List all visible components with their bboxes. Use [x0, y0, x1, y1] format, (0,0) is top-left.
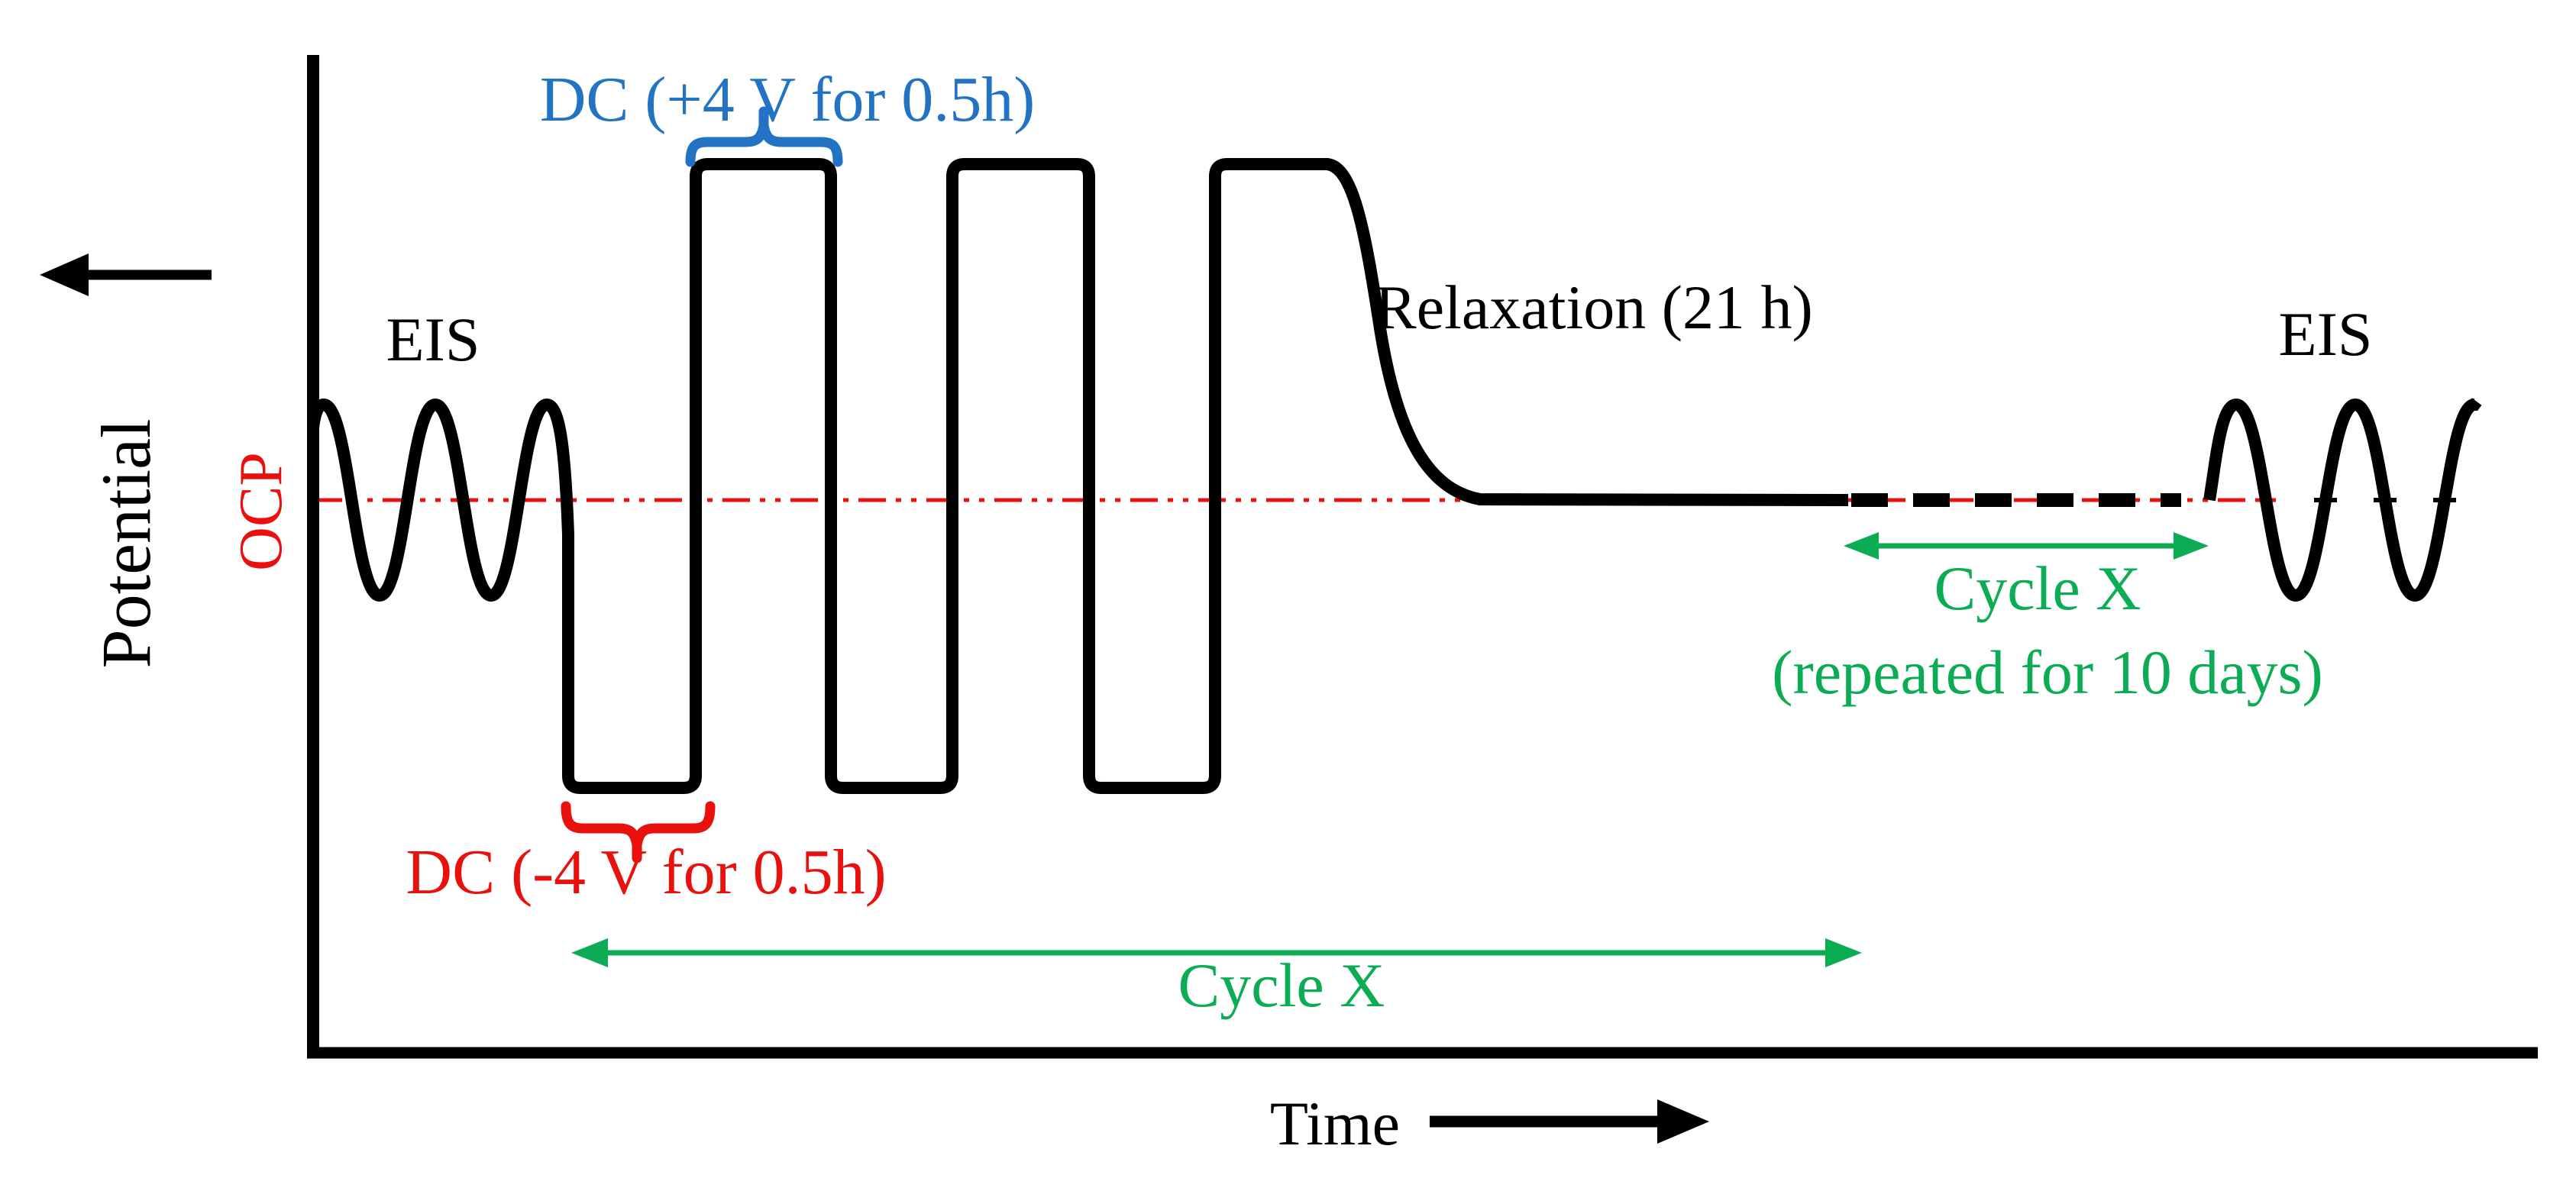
cycle-bottom-arrow-right-head-icon [1825, 938, 1862, 967]
cycle-repeat-arrow-left-head-icon [1844, 532, 1879, 560]
cycle-repeat-label-line1: Cycle X [1934, 554, 2141, 623]
eis-left-label: EIS [386, 305, 480, 374]
dc-negative-label: DC (-4 V for 0.5h) [406, 837, 886, 908]
potential-arrow-head-icon [40, 253, 89, 296]
waveform-path [307, 158, 1849, 794]
dc-positive-label: DC (+4 V for 0.5h) [540, 64, 1036, 135]
time-arrow-head-icon [1657, 1099, 1709, 1144]
cycle-bottom-arrow-left-head-icon [571, 938, 608, 967]
y-axis-title: Potential [87, 418, 165, 668]
relaxation-label: Relaxation (21 h) [1375, 273, 1813, 342]
cycle-repeat-label-line2: (repeated for 10 days) [1772, 637, 2323, 707]
ocp-label: OCP [228, 452, 295, 571]
cycle-bottom-label: Cycle X [1178, 951, 1385, 1020]
x-axis-title: Time [1270, 1089, 1400, 1158]
eis-right-label: EIS [2279, 299, 2373, 369]
cycle-repeat-arrow-right-head-icon [2174, 532, 2209, 560]
eis-right-sine [2203, 398, 2482, 602]
